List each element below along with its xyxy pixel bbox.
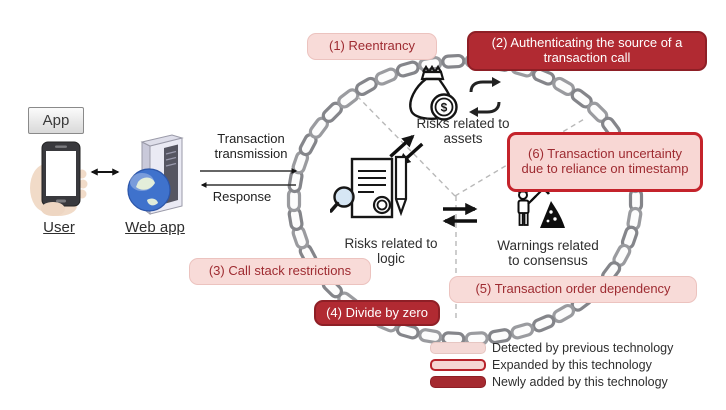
app-label: App: [42, 112, 70, 129]
legend-swatch-pink: [430, 341, 486, 354]
legend-item-newly-added: Newly added by this technology: [430, 374, 668, 389]
logic-label-line2: logic: [377, 251, 405, 267]
assets-label-line2: assets: [443, 131, 483, 147]
risk-box-3-call-stack-restrictions: (3) Call stack restrictions: [189, 258, 371, 285]
logic-sector-label: Risks related to logic: [325, 236, 457, 267]
phone-in-hand-icon: [26, 134, 92, 218]
legend-label-expanded: Expanded by this technology: [492, 357, 652, 372]
legend-swatch-dark: [430, 375, 486, 388]
web-server-globe-icon: [116, 130, 192, 220]
risk-box-2-authenticating-source: (2) Authenticating the source of a trans…: [467, 31, 707, 71]
user-label: User: [43, 219, 75, 236]
svg-text:$: $: [441, 101, 448, 115]
transmission-label-line2: transmission: [214, 145, 288, 161]
app-box: App: [28, 107, 84, 134]
assets-label-line1: Risks related to: [416, 116, 510, 131]
legend-item-detected: Detected by previous technology: [430, 340, 673, 355]
currency-exchange-icon: [463, 76, 507, 118]
webapp-label: Web app: [125, 219, 185, 236]
miner-icon: [510, 186, 568, 238]
legend-swatch-outlined: [430, 358, 486, 371]
risk-box-6-transaction-uncertainty: (6) Transaction uncertainty due to relia…: [507, 132, 703, 192]
consensus-label-line2: to consensus: [508, 253, 588, 269]
legend-item-expanded: Expanded by this technology: [430, 357, 652, 372]
transmission-label-line1: Transaction: [217, 131, 285, 146]
logic-label-line1: Risks related to: [344, 236, 438, 251]
risk-box-4-divide-by-zero: (4) Divide by zero: [314, 300, 440, 326]
risk-box-1-reentrancy: (1) Reentrancy: [307, 33, 437, 60]
logic-consensus-exchange-arrows-icon: [442, 202, 478, 228]
money-bag-icon: $: [400, 60, 464, 124]
consensus-label-line1: Warnings related: [497, 238, 599, 253]
assets-sector-label: Risks related to assets: [398, 116, 528, 147]
response-label: Response: [212, 189, 272, 204]
legend-label-detected: Detected by previous technology: [492, 340, 674, 355]
legend-label-newly-added: Newly added by this technology: [492, 374, 668, 389]
risk-box-5-transaction-order-dependency: (5) Transaction order dependency: [449, 276, 697, 303]
consensus-sector-label: Warnings related to consensus: [482, 238, 614, 269]
contract-inspection-icon: [329, 153, 414, 233]
transmission-label: Transaction transmission: [203, 131, 299, 162]
